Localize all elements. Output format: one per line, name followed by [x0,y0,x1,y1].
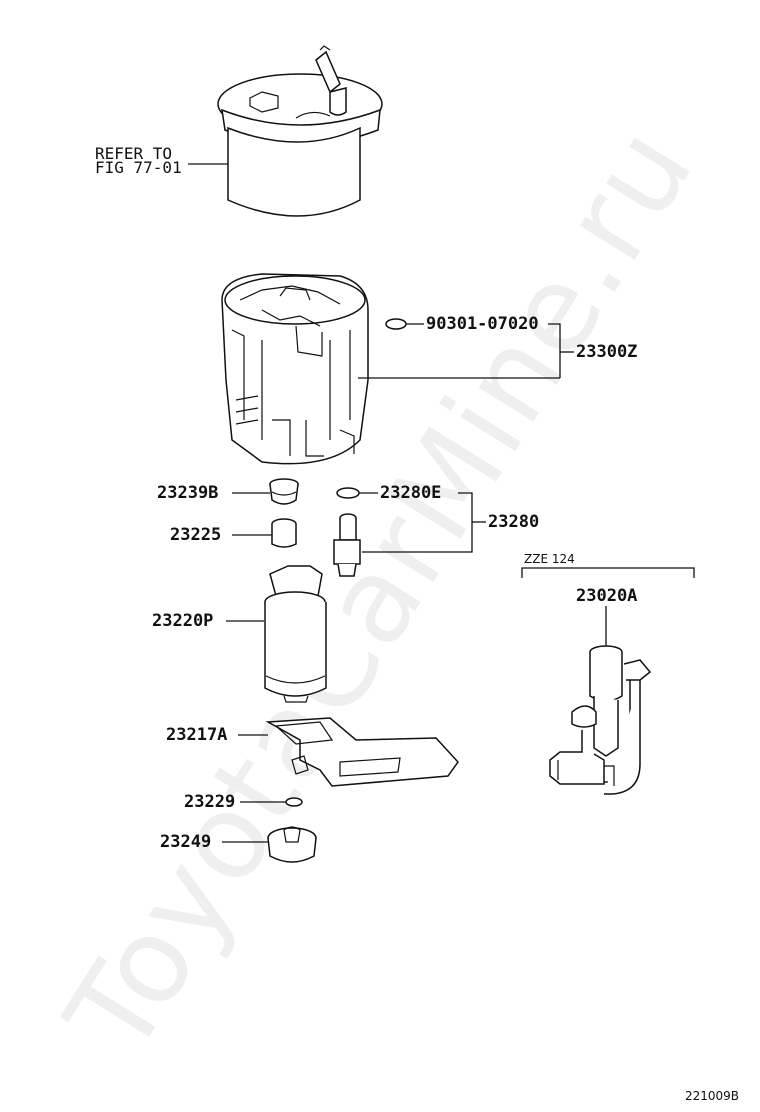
part-23300z-label[interactable]: 23300Z [576,342,638,362]
part-23280e-label[interactable]: 23280E [380,483,442,503]
part-23220p-label[interactable]: 23220P [152,611,214,631]
o-ring-drawing [385,318,407,330]
pressure-regulator-drawing [333,513,361,577]
pump-filter-drawing [265,717,459,787]
seal-drawing [336,487,360,499]
valve-assembly-drawing [549,606,652,795]
figure-id: 221009B [685,1089,740,1103]
part-90301-07020-label[interactable]: 90301-07020 [426,314,539,334]
refer-to-text: REFER TO [95,144,173,163]
fuel-filter-drawing [217,45,383,217]
part-23020a-label[interactable]: 23020A [576,586,638,606]
cushion-drawing [271,518,297,548]
clip-drawing [285,797,303,807]
part-23280-label[interactable]: 23280 [488,512,540,532]
grommet-drawing [269,478,299,505]
part-23239b-label[interactable]: 23239B [157,483,219,503]
part-23249-label[interactable]: 23249 [160,832,212,852]
fuel-pump-drawing [264,565,327,703]
part-23229-label[interactable]: 23229 [184,792,236,812]
part-23217a-label[interactable]: 23217A [166,725,228,745]
refer-figure-link[interactable]: FIG 77-01 [95,158,182,177]
holder-drawing [267,826,317,863]
fuel-suction-housing-drawing [221,273,369,465]
variant-label: ZZE 124 [524,552,575,566]
part-23225-label[interactable]: 23225 [170,525,222,545]
